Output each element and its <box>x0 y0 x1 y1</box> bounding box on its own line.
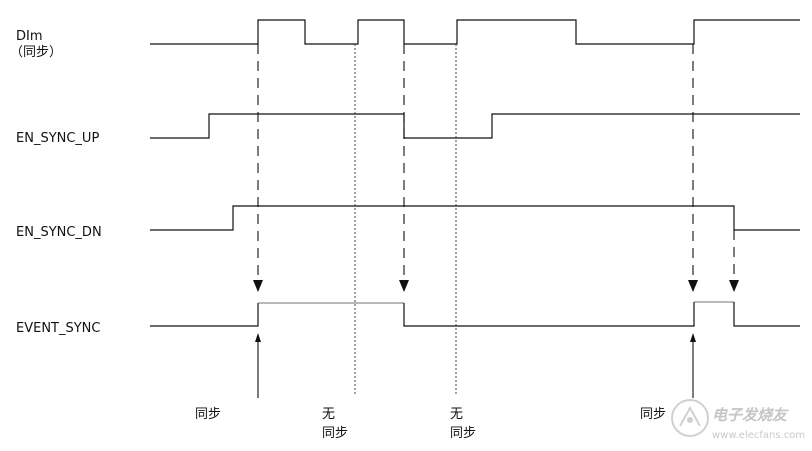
dashed-arrow-2 <box>399 44 409 292</box>
annotation-nosync-2-line1: 无 <box>450 407 463 422</box>
arrow-up-icon <box>690 333 696 342</box>
watermark-name: 电子发烧友 <box>712 406 789 424</box>
annotation-sync-1: 同步 <box>195 407 221 422</box>
arrow-up-icon <box>255 333 261 342</box>
arrow-down-icon <box>399 280 409 292</box>
signal-label-event-sync: EVENT_SYNC <box>16 321 100 336</box>
waveform-event-sync <box>150 303 259 327</box>
watermark-url: www.elecfans.com <box>712 430 805 441</box>
waveform-event-sync-end <box>733 302 800 327</box>
waveform-en-sync-dn <box>150 205 800 231</box>
annotation-nosync-1-line1: 无 <box>322 407 335 422</box>
solid-up-arrow-2 <box>690 333 696 398</box>
waveform-dim <box>150 19 800 45</box>
waveform-event-sync-mid <box>403 302 695 327</box>
signal-label-dim-sync: （同步） <box>10 45 62 60</box>
arrow-down-icon <box>253 280 263 292</box>
annotation-nosync-1-line2: 同步 <box>322 426 348 441</box>
watermark-logo-icon <box>671 399 709 437</box>
signal-label-en-sync-up: EN_SYNC_UP <box>16 131 99 146</box>
annotations: 同步 无 同步 无 同步 同步 <box>195 407 666 441</box>
dashed-arrow-4 <box>729 230 739 292</box>
dashed-arrow-3 <box>688 44 698 292</box>
dashed-arrow-1 <box>253 44 263 292</box>
annotation-sync-2: 同步 <box>640 407 666 422</box>
signal-label-en-sync-dn: EN_SYNC_DN <box>16 225 102 240</box>
waveform-en-sync-up <box>150 113 800 139</box>
signal-label-dim: DIm <box>16 29 43 44</box>
annotation-nosync-2-line2: 同步 <box>450 426 476 441</box>
solid-up-arrow-1 <box>255 333 261 398</box>
signal-labels: DIm （同步） EN_SYNC_UP EN_SYNC_DN EVENT_SYN… <box>10 29 102 336</box>
watermark: 电子发烧友 www.elecfans.com <box>671 399 805 441</box>
arrow-down-icon <box>688 280 698 292</box>
arrow-down-icon <box>729 280 739 292</box>
